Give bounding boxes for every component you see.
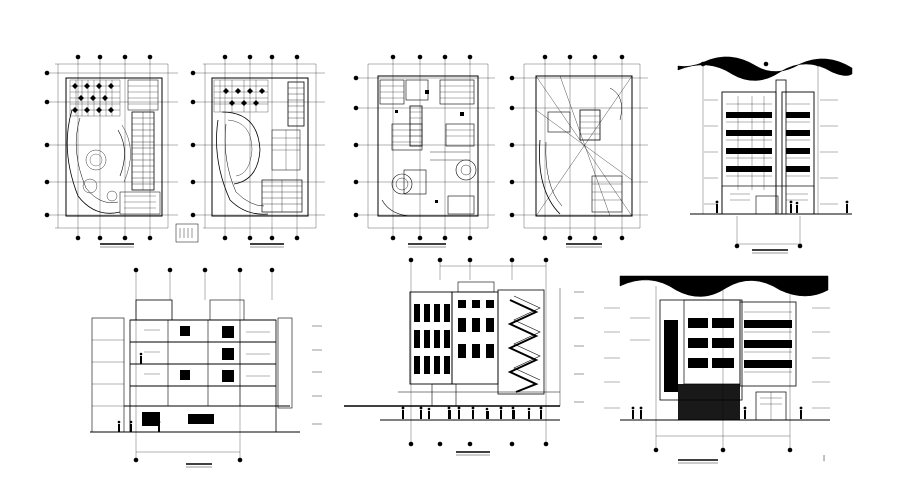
front-elevation xyxy=(677,56,853,254)
floor-plan-1 xyxy=(44,54,199,248)
section-b xyxy=(344,257,584,456)
floor-plan-2 xyxy=(190,54,325,248)
section-a xyxy=(90,267,322,468)
floor-plan-4 xyxy=(509,54,648,248)
page-marker: | xyxy=(823,455,826,462)
rear-elevation xyxy=(604,275,830,464)
floor-plan-3 xyxy=(353,54,495,248)
